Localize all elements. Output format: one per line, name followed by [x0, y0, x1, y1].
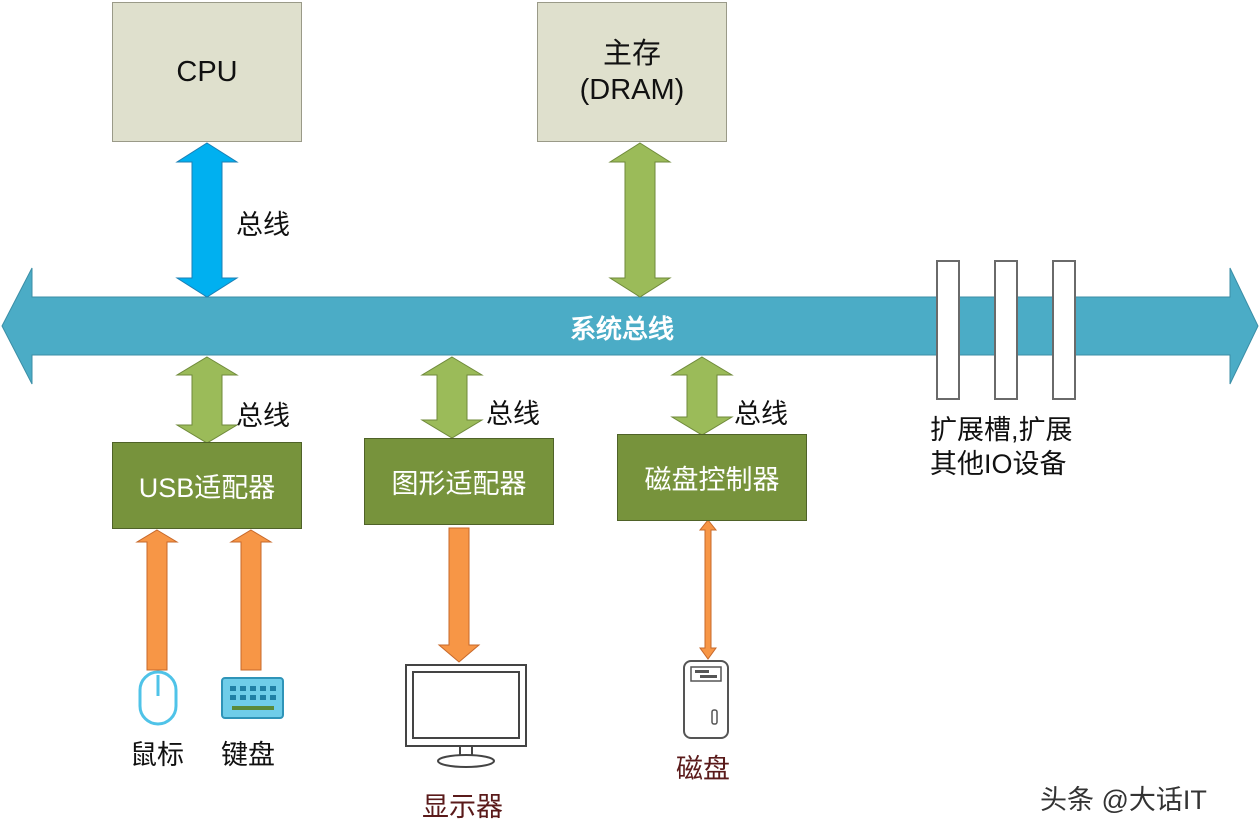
monitor-label: 显示器 — [422, 792, 503, 822]
dram-label-line1: 主存 — [602, 38, 661, 70]
expansion-label-line1: 扩展槽,扩展 — [930, 415, 1073, 445]
cpu-bus-arrow — [175, 142, 239, 298]
cpu-label: CPU — [176, 56, 238, 88]
usb-bus-label: 总线 — [236, 401, 290, 431]
graphics-bus-label: 总线 — [486, 399, 540, 429]
usb-adapter-box: USB适配器 — [112, 442, 302, 529]
mouse-icon — [138, 670, 178, 726]
cpu-bus-label: 总线 — [236, 210, 290, 240]
usb-bus-arrow — [175, 356, 239, 444]
dram-bus-arrow — [608, 142, 672, 298]
expansion-label: 扩展槽,扩展 其他IO设备 — [930, 413, 1073, 481]
usb-adapter-label: USB适配器 — [138, 473, 276, 503]
cpu-box: CPU — [112, 2, 302, 142]
disk-controller-label: 磁盘控制器 — [644, 465, 780, 495]
system-bus-label: 系统总线 — [570, 314, 675, 344]
dram-label-line2: (DRAM) — [579, 74, 685, 106]
disk-bus-label: 总线 — [734, 399, 788, 429]
expansion-slot-3 — [1052, 260, 1076, 400]
keyboard-input-arrow — [229, 529, 273, 671]
monitor-output-arrow — [437, 527, 481, 663]
disk-io-arrow — [698, 519, 718, 660]
expansion-slot-2 — [994, 260, 1018, 400]
disk-controller-box: 磁盘控制器 — [617, 434, 807, 521]
graphics-adapter-label: 图形适配器 — [391, 469, 527, 499]
graphics-bus-arrow — [420, 356, 484, 439]
mouse-label: 鼠标 — [130, 740, 184, 770]
graphics-adapter-box: 图形适配器 — [364, 438, 554, 525]
disk-label: 磁盘 — [676, 754, 730, 784]
expansion-label-line2: 其他IO设备 — [930, 449, 1067, 479]
disk-bus-arrow — [670, 356, 734, 436]
expansion-slot-1 — [936, 260, 960, 400]
disk-icon — [683, 660, 729, 739]
keyboard-label: 键盘 — [221, 740, 275, 770]
mouse-input-arrow — [135, 529, 179, 671]
monitor-icon — [405, 664, 527, 768]
keyboard-icon — [221, 677, 284, 719]
watermark: 头条 @大话IT — [1040, 785, 1207, 815]
dram-box: 主存 (DRAM) — [537, 2, 727, 142]
